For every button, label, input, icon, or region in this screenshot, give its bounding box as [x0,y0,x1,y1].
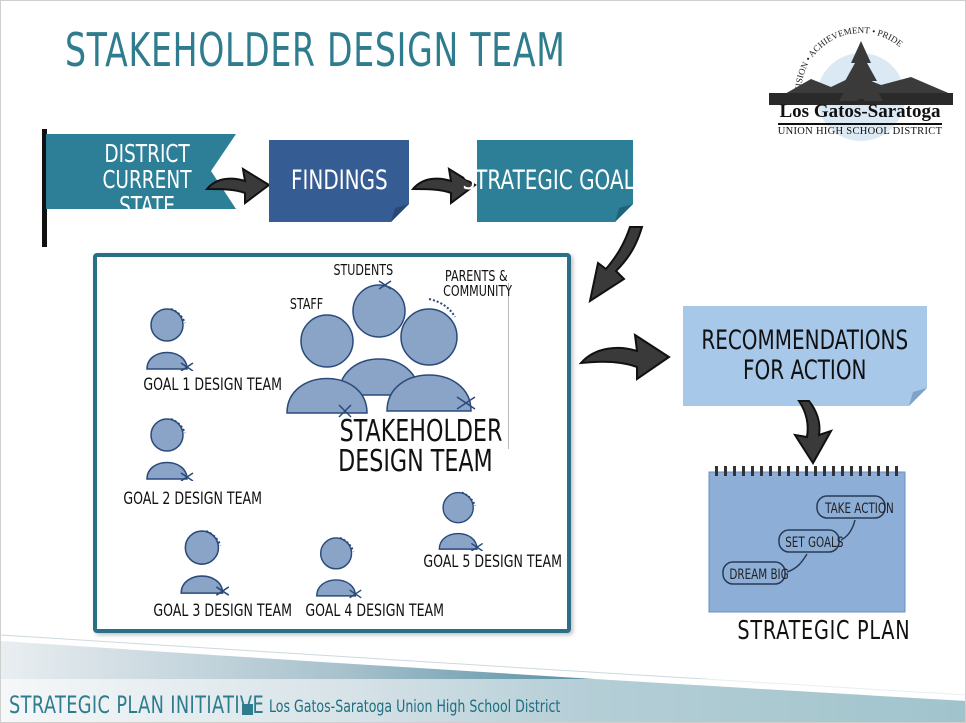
banner-pole [42,129,47,247]
recommendations-label: RECOMMENDATIONS FOR ACTION [701,325,909,386]
goal-4-label: GOAL 4 DESIGN TEAM [305,601,444,621]
divider [508,283,509,449]
page-fold-icon [391,204,409,222]
footer-square-icon [242,704,253,715]
parents-community-label: PARENTS & COMMUNITY [443,267,513,300]
logo-name: Los Gatos-Saratoga [777,101,943,125]
person-icon [180,530,230,596]
arrow-right-icon [579,332,671,381]
arrow-down-left-icon [588,226,644,304]
goal-3-label: GOAL 3 DESIGN TEAM [153,601,292,621]
logo-subtitle: UNION HIGH SCHOOL DISTRICT [777,126,943,137]
strategic-plan-label: STRATEGIC PLAN [737,616,911,646]
current-state-label: DISTRICT CURRENT STATE [102,139,192,220]
stakeholder-design-team-label: STAKEHOLDER DESIGN TEAM [338,414,503,479]
person-icon [146,418,194,481]
person-icon [146,308,194,371]
arrow-right-icon [205,166,271,205]
person-icon [316,537,362,599]
person-icon [438,491,484,551]
findings-label: FINDINGS [290,165,388,196]
arrow-right-icon [411,166,477,205]
logo-since: SINCE 1893 [906,71,940,77]
students-label: STUDENTS [333,261,394,279]
strategic-goals-box: STRATEGIC GOALS [463,140,647,222]
recommendations-box: RECOMMENDATIONS FOR ACTION [683,306,927,406]
slide-title: STAKEHOLDER DESIGN TEAM [65,23,566,77]
take-action-label: TAKE ACTION [825,501,894,517]
logo-text: Los Gatos-Saratoga UNION HIGH SCHOOL DIS… [763,101,957,137]
staff-label: STAFF [290,295,324,313]
dream-big-label: DREAM BIG [729,567,789,583]
goal-5-label: GOAL 5 DESIGN TEAM [423,552,562,572]
findings-box: FINDINGS [269,140,409,222]
goal-1-label: GOAL 1 DESIGN TEAM [143,375,282,395]
footer-district: Los Gatos-Saratoga Union High School Dis… [269,697,561,717]
page-fold-icon [909,388,927,406]
arrow-down-icon [792,400,834,465]
current-state-banner [46,134,236,209]
stakeholder-group-icon [286,280,476,418]
strategic-goals-label: STRATEGIC GOALS [462,165,648,196]
page-fold-icon [615,204,633,222]
set-goals-label: SET GOALS [785,535,844,551]
footer-initiative: STRATEGIC PLAN INITIATIVE [9,691,265,719]
district-logo: VISION • ACHIEVEMENT • PRIDE [769,25,953,141]
footer-swoosh [1,634,965,722]
strategic-plan-notebook [708,466,906,613]
goal-2-label: GOAL 2 DESIGN TEAM [123,489,262,509]
